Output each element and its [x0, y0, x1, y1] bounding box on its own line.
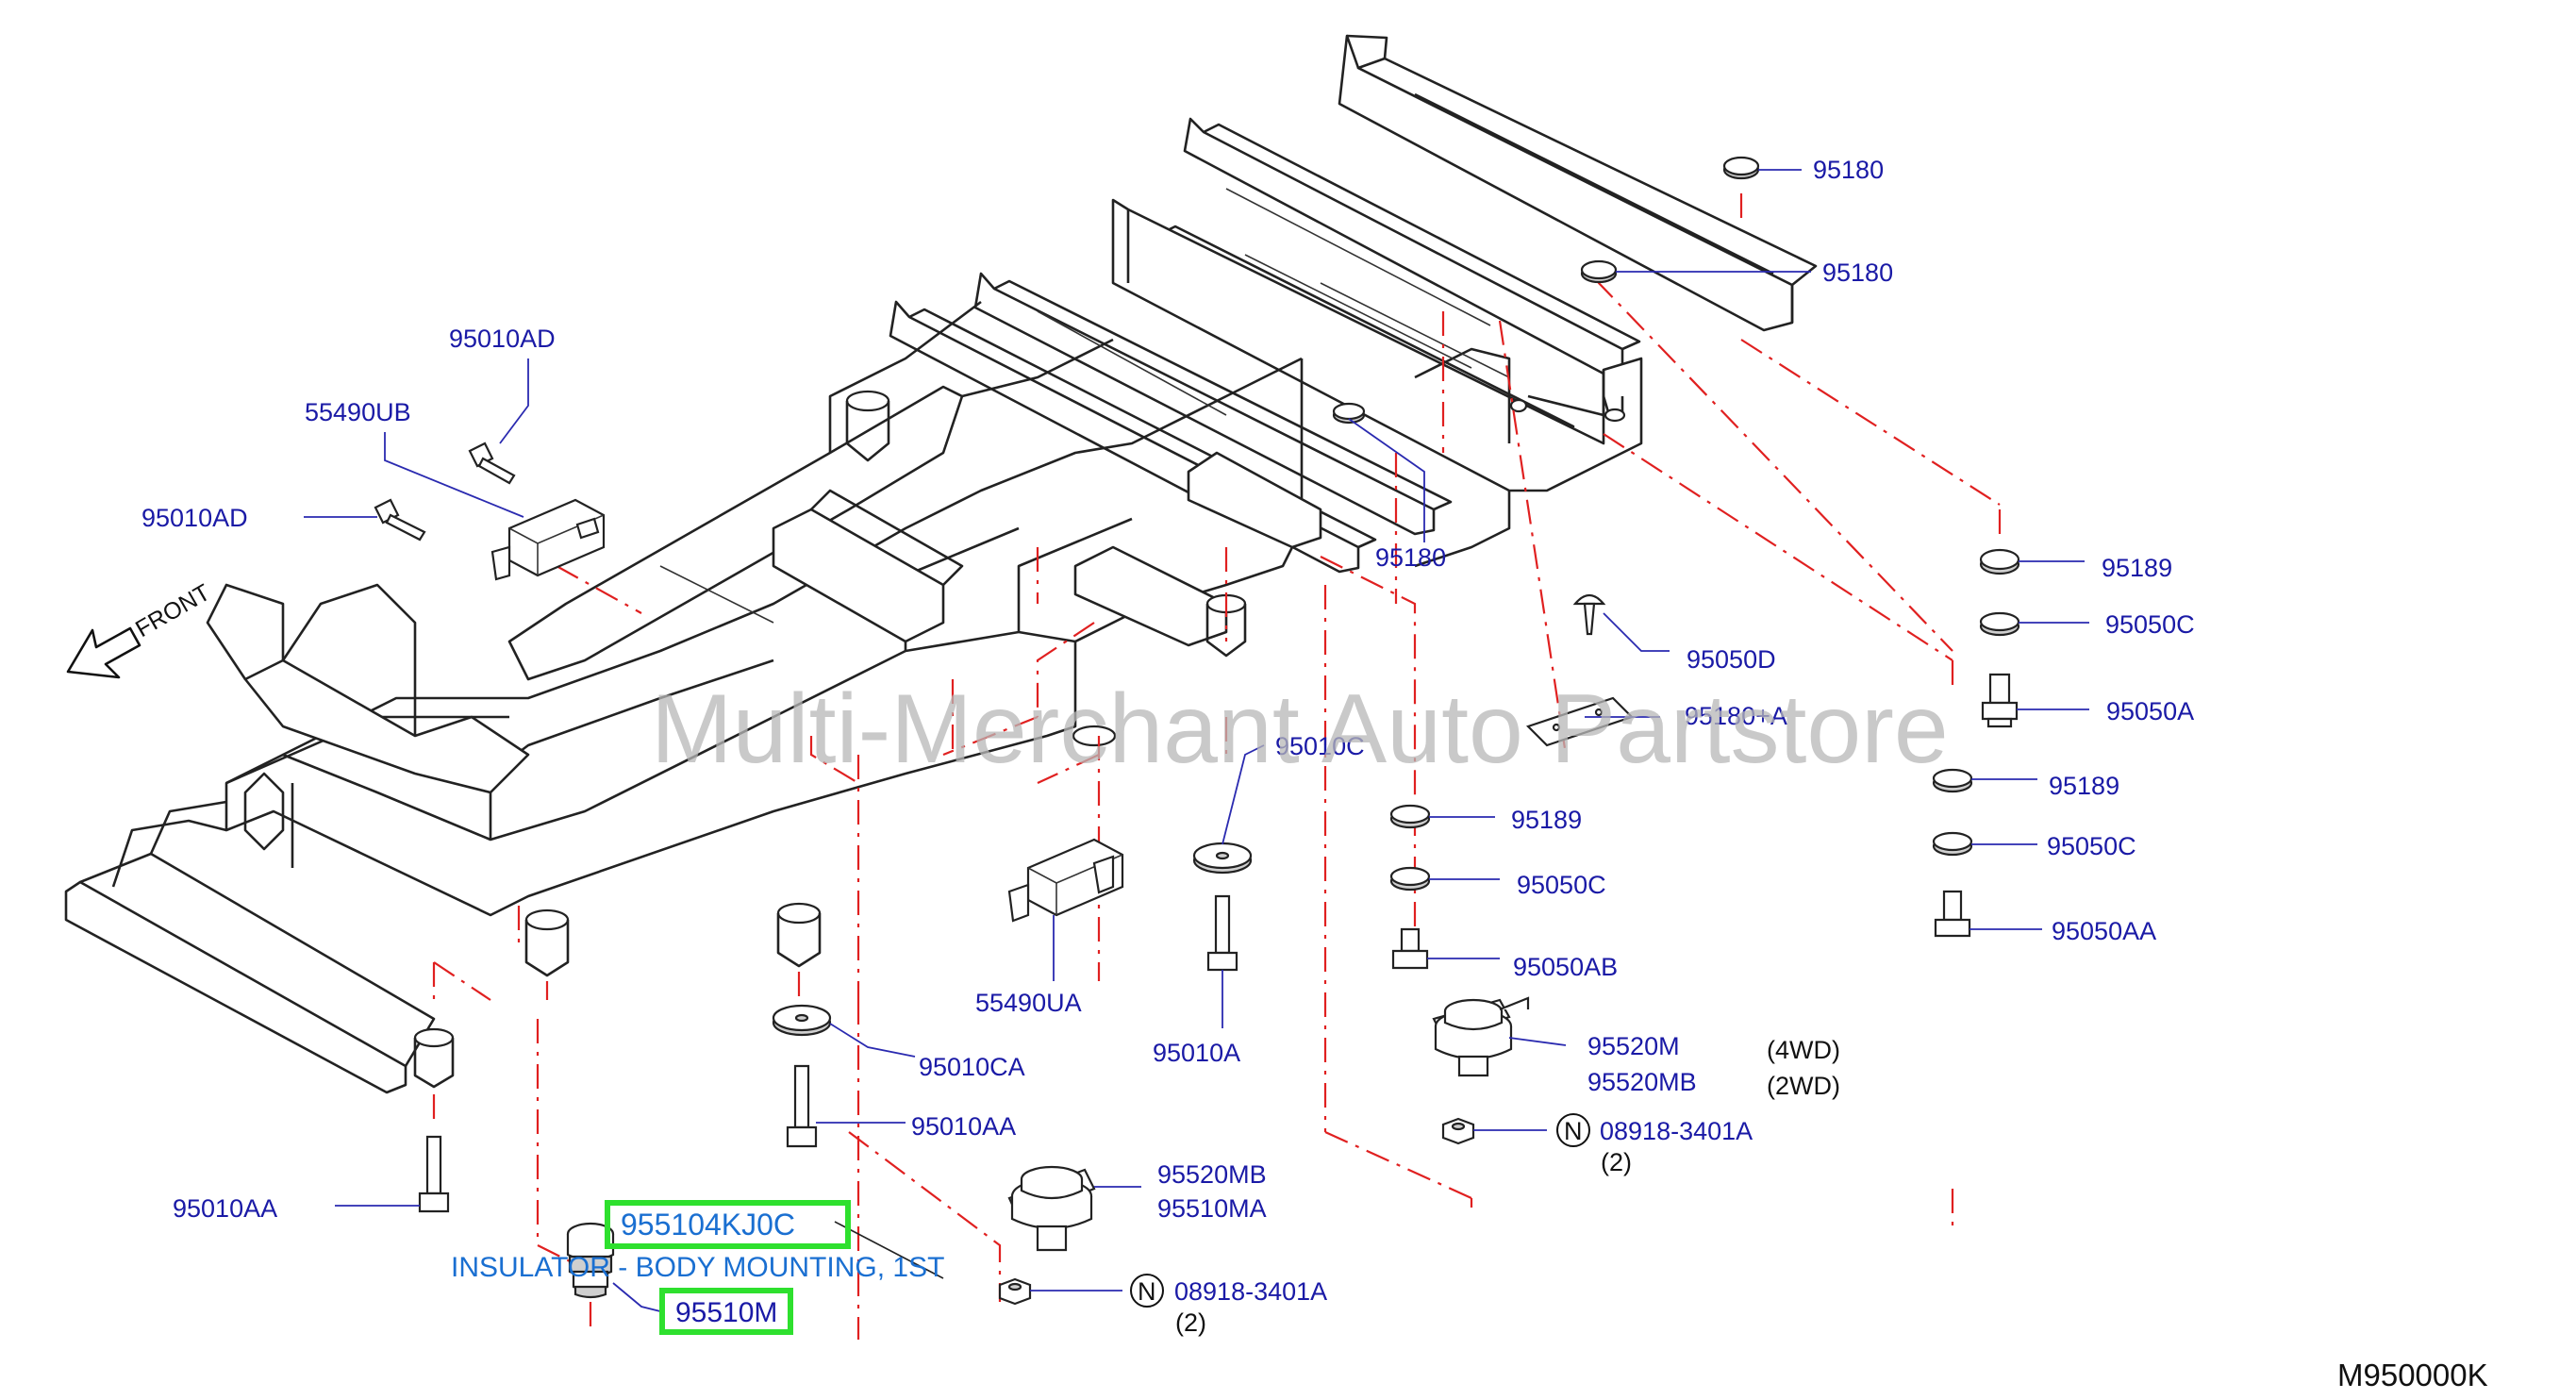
label-95050d[interactable]: 95050D	[1687, 645, 1776, 674]
qty-nut-b: (2)	[1175, 1308, 1206, 1337]
label-nut-08918-3401a-a[interactable]: 08918-3401A	[1600, 1117, 1753, 1145]
label-95189-a[interactable]: 95189	[2102, 554, 2172, 582]
washer-95180-a-drawing	[1722, 156, 1760, 180]
highlighted-part[interactable]: 955104KJ0C INSULATOR - BODY MOUNTING, 1S…	[451, 1200, 944, 1335]
label-95180-a[interactable]: 95180	[1813, 156, 1884, 184]
highlighted-ref-code[interactable]: 95510M	[675, 1297, 777, 1328]
label-95189-c[interactable]: 95189	[1511, 806, 1582, 834]
label-95180-plus-a[interactable]: 95180+A	[1685, 702, 1787, 730]
front-label: FRONT	[131, 579, 215, 642]
part-labels: 95180 95180 95180 95010AD 55490UB 95010A…	[141, 156, 2195, 1337]
highlighted-part-number[interactable]: 955104KJ0C	[621, 1208, 795, 1242]
label-95010aa-b[interactable]: 95010AA	[173, 1194, 277, 1223]
label-55490ub[interactable]: 55490UB	[305, 398, 411, 426]
small-parts	[374, 156, 2020, 1306]
front-arrow-icon	[66, 626, 141, 679]
label-nut-08918-3401a-b[interactable]: 08918-3401A	[1174, 1277, 1327, 1306]
label-95520m[interactable]: 95520M	[1587, 1032, 1680, 1060]
ref-code-highlight-box	[659, 1288, 793, 1335]
qty-nut-a: (2)	[1601, 1148, 1632, 1176]
label-95520mb-b[interactable]: 95520MB	[1157, 1160, 1267, 1189]
part-number-highlight-box	[605, 1200, 851, 1249]
washer-95180-c-drawing	[1332, 402, 1366, 425]
label-95180-b[interactable]: 95180	[1822, 258, 1893, 287]
washer-95180-b-drawing	[1580, 259, 1618, 284]
label-95010ad-a[interactable]: 95010AD	[449, 325, 556, 353]
label-55490ua[interactable]: 55490UA	[975, 989, 1082, 1017]
watermark-text: Multi-Merchant Auto Partstore	[651, 675, 1949, 784]
label-95050ab[interactable]: 95050AB	[1513, 953, 1618, 981]
label-95510ma[interactable]: 95510MA	[1157, 1194, 1267, 1223]
label-95050c-b[interactable]: 95050C	[2047, 832, 2136, 860]
note-2wd: (2WD)	[1767, 1072, 1840, 1100]
label-95189-b[interactable]: 95189	[2049, 772, 2119, 800]
label-95050aa[interactable]: 95050AA	[2052, 917, 2156, 945]
nut-symbol-a: N	[1564, 1117, 1583, 1145]
highlighted-part-description: INSULATOR - BODY MOUNTING, 1ST	[451, 1252, 944, 1283]
mount-95520mb-drawing	[1007, 1165, 1096, 1252]
label-95010c[interactable]: 95010C	[1275, 732, 1365, 760]
note-4wd: (4WD)	[1767, 1036, 1840, 1064]
insulator-95510m-drawing[interactable]	[566, 1222, 615, 1299]
nut-symbol-b: N	[1138, 1277, 1156, 1306]
label-95010ca[interactable]: 95010CA	[919, 1053, 1025, 1081]
chassis-frame-drawing	[64, 34, 1818, 1094]
label-95180-c[interactable]: 95180	[1375, 543, 1446, 572]
label-95050c-c[interactable]: 95050C	[1517, 871, 1606, 899]
label-95520mb-a[interactable]: 95520MB	[1587, 1068, 1697, 1096]
drawing-code: M950000K	[2337, 1358, 2488, 1392]
label-95010a[interactable]: 95010A	[1153, 1039, 1240, 1067]
front-direction-indicator: FRONT	[66, 579, 215, 679]
label-95050a[interactable]: 95050A	[2106, 697, 2194, 725]
label-95050c-a[interactable]: 95050C	[2105, 610, 2195, 639]
leader-lines	[304, 169, 2089, 1312]
label-95010aa-a[interactable]: 95010AA	[911, 1112, 1016, 1141]
mount-95520m-drawing	[1432, 996, 1530, 1077]
label-95010ad-b[interactable]: 95010AD	[141, 504, 248, 532]
